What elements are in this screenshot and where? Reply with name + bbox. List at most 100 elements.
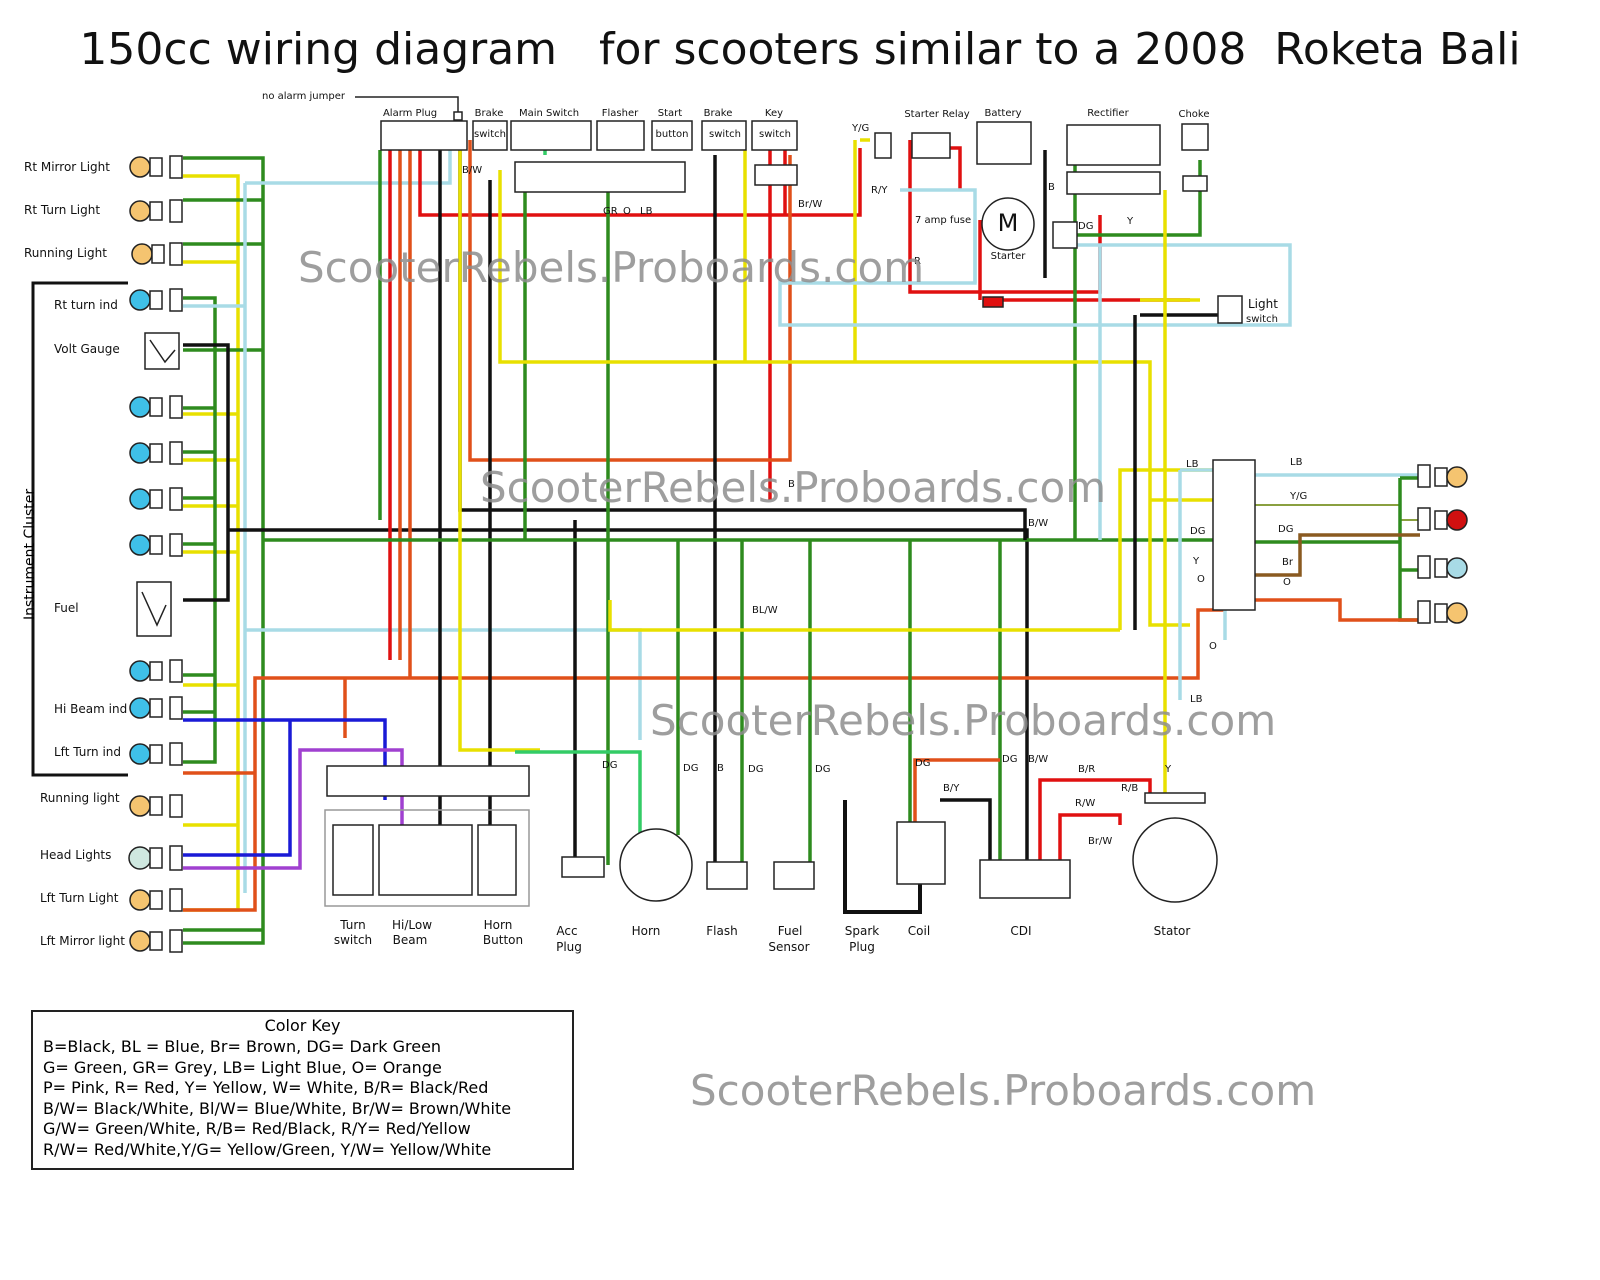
wire-green-left-bus: [183, 156, 265, 945]
starter-relay-box: [911, 132, 951, 159]
horn-button-box: [477, 824, 517, 896]
starter-symbol: M: [997, 209, 1019, 237]
wire-label-rbr: Br: [1282, 557, 1293, 568]
right-components: [1212, 459, 1468, 624]
acc-plug-box: [561, 856, 605, 878]
wire-label-bw: B/W: [462, 165, 483, 176]
wires: [183, 135, 1420, 945]
wire-lightgreen: [515, 150, 642, 865]
label-volt-gauge: Volt Gauge: [54, 342, 120, 356]
flash-box: [706, 861, 748, 890]
wire-label-rw: R/W: [1075, 798, 1096, 809]
wire-label-dg-c: DG: [748, 764, 764, 775]
wire-red-main: [388, 148, 862, 660]
wire-label-dg-d: DG: [815, 764, 831, 775]
color-key-line-5: G/W= Green/White, R/B= Red/Black, R/Y= R…: [43, 1119, 471, 1138]
ind-lamp-5: [129, 659, 183, 683]
color-key-line-4: B/W= Black/White, Bl/W= Blue/White, Br/W…: [43, 1098, 512, 1118]
brake2-switch-box: [701, 120, 747, 151]
starter-relay-small: [874, 132, 892, 159]
stator-circle: [1132, 817, 1218, 903]
start-button-label: button: [655, 129, 689, 140]
fuel-sensor-label-2: Sensor: [768, 940, 810, 954]
key-label: Key: [764, 108, 784, 119]
ind-lamp-2: [129, 441, 183, 465]
light-switch-label-1: Light: [1248, 297, 1278, 311]
acc-plug-label-1: Acc: [556, 924, 578, 938]
flasher-label: Flasher: [601, 108, 639, 119]
fuel-sensor-box: [773, 861, 815, 890]
label-running-light-2: Running light: [40, 791, 120, 805]
wire-label-dg-b: DG: [683, 763, 699, 774]
coil-box: [896, 821, 946, 885]
fuse-body: [982, 296, 1004, 308]
choke-box: [1181, 123, 1209, 151]
color-key-line-1: B=Black, BL = Blue, Br= Brown, DG= Dark …: [43, 1037, 442, 1056]
wire-red-stator: [1038, 778, 1152, 870]
color-key: Color Key B=Black, BL = Blue, Br= Brown,…: [31, 1010, 574, 1170]
wire-orange-left: [183, 135, 1225, 912]
label-lft-mirror-light: Lft Mirror light: [40, 934, 125, 948]
label-rt-turn-ind: Rt turn ind: [54, 298, 118, 312]
battery-label: Battery: [984, 108, 1022, 119]
wire-br-right: [1255, 533, 1420, 577]
switch-housing-top: [326, 765, 530, 797]
wire-label-dg-e: DG: [915, 758, 931, 769]
watermark-1: ScooterRebels.Proboards.com: [298, 243, 925, 292]
wire-label-ry2: Y: [1193, 556, 1200, 567]
wire-red-fuse: [908, 140, 1190, 302]
wire-yellow-left-bus: [183, 174, 240, 912]
fuel-gauge: [136, 581, 172, 637]
left-lamps: [128, 155, 183, 953]
flash-label: Flash: [706, 924, 738, 938]
main-switch-box: [510, 120, 592, 151]
main-switch-label: Main Switch: [518, 108, 580, 119]
horn-circle: [619, 828, 693, 902]
fuel-sensor-label-1: Fuel: [777, 924, 803, 938]
starter-motor: [981, 197, 1035, 251]
wire-label-ro: O: [1197, 574, 1205, 585]
cluster-label: Instrument Cluster: [22, 488, 38, 620]
wire-label-ro2: O: [1283, 577, 1291, 588]
starter-relay-label: Starter Relay: [904, 109, 970, 120]
color-key-title: Color Key: [264, 1016, 341, 1035]
turn-switch-label-1: Turn: [340, 918, 366, 932]
choke-label: Choke: [1178, 109, 1210, 120]
wire-black-gauge: [183, 343, 1029, 870]
wire-black-coil: [940, 798, 992, 870]
turn-switch-label-2: switch: [333, 933, 373, 947]
key-switch-body: [754, 164, 798, 186]
jumper-box: [453, 111, 463, 121]
cluster-bracket: [31, 281, 128, 777]
wire-label-rdg2: DG: [1278, 524, 1294, 535]
label-lft-turn-light: Lft Turn Light: [40, 891, 119, 905]
cdi-box: [979, 859, 1071, 899]
wire-label-o: O: [623, 206, 631, 217]
wire-label-y: Y: [1127, 216, 1134, 227]
voltage-regulator: [1212, 459, 1256, 611]
wire-label-br: B/R: [1078, 764, 1096, 775]
brake2-switch-label: switch: [709, 129, 741, 140]
wire-yellow-right: [1140, 190, 1200, 795]
wire-label-dg-a: DG: [602, 760, 618, 771]
key-switch-box: [751, 120, 798, 151]
wire-label-y2: Y: [1165, 764, 1172, 775]
wire-label-bw3: B/W: [1028, 754, 1049, 765]
wire-label-by: B/Y: [943, 783, 960, 794]
horn-button-label-2: Button: [482, 933, 524, 947]
wire-label-gr: GR: [603, 206, 618, 217]
wire-label-rlb: LB: [1186, 459, 1199, 470]
wire-o-right: [1255, 598, 1420, 622]
wire-lightblue-left: [183, 140, 642, 893]
rectifier-box: [1066, 124, 1161, 166]
wire-label-b: B: [1048, 182, 1055, 193]
label-lft-turn-ind: Lft Turn ind: [54, 745, 122, 759]
horn-label: Horn: [631, 924, 661, 938]
color-key-line-2: G= Green, GR= Grey, LB= Light Blue, O= O…: [43, 1057, 442, 1077]
wire-label-lb2: LB: [1190, 694, 1203, 705]
acc-plug-label-2: Plug: [556, 940, 582, 954]
color-key-line-3: P= Pink, R= Red, Y= Yellow, W= White, B/…: [43, 1078, 489, 1097]
rt-mirror-light-lamp: [129, 155, 183, 179]
spark-plug-label-2: Plug: [849, 940, 875, 954]
